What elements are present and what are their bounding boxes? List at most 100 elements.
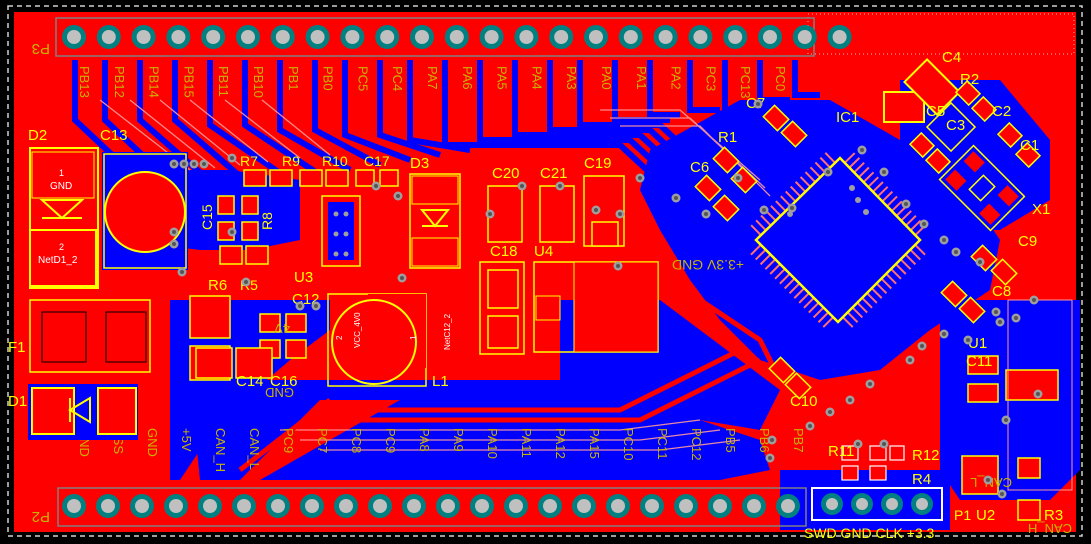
ic1-pin (900, 210, 912, 222)
label-c17: C17 (364, 153, 390, 169)
label-r8: R8 (259, 212, 275, 230)
ic1-pin (793, 287, 805, 299)
label-f1: F1 (8, 339, 26, 356)
p1-label: SWD GND CLK +3.3 (804, 525, 935, 541)
ic1-pin (814, 161, 826, 174)
label-u2: U2 (976, 507, 995, 524)
ic1-pin (905, 215, 917, 227)
ic1-pin (817, 311, 830, 323)
via-hole (314, 304, 318, 308)
p2-pin-label: PA15 (587, 428, 602, 459)
p2-pin-hole (611, 499, 625, 513)
label-c11: C11 (966, 353, 992, 370)
label-c13: C13 (100, 127, 128, 144)
via-hole (736, 176, 740, 180)
label-c19: C19 (584, 155, 612, 172)
label-c3: C3 (946, 117, 965, 134)
via-hole (856, 442, 860, 446)
p2-pin-label: PC10 (621, 428, 636, 461)
resistors-r11-r4 (841, 445, 905, 481)
p2-pin-hole (203, 499, 217, 513)
l1-pad1-net: NetC12_2 (443, 313, 452, 350)
p3-pin-label: PC4 (390, 66, 405, 91)
ic1-pin (867, 176, 879, 188)
ic1-pin (760, 214, 772, 227)
ic1-pin (803, 297, 815, 309)
p3-pin-hole (658, 30, 673, 44)
p3-pin-label: PB14 (147, 66, 162, 98)
p3-pin-hole (171, 30, 186, 44)
p2-pin-hole (543, 499, 557, 513)
ic1-pin (783, 277, 796, 290)
d2-pad2-net: NetD1_2 (38, 255, 78, 266)
p3-pin-label: PB0 (321, 66, 336, 91)
ic1-pin (770, 205, 782, 217)
label-d1: D1 (8, 393, 27, 410)
ic1-pin (750, 244, 762, 256)
via-hole (182, 162, 186, 166)
capacitors-c14-c16 (195, 347, 273, 379)
p3-pin-hole (832, 30, 847, 44)
p2-pin-hole (441, 499, 455, 513)
p3-pin-label: PA7 (425, 66, 440, 90)
label-u1: U1 (968, 335, 987, 352)
p3-pin-label: PB1 (286, 66, 301, 91)
via-hole (172, 162, 176, 166)
ic1-pin (804, 171, 817, 183)
vias (169, 99, 1043, 499)
p2-pin-label: PC11 (655, 428, 670, 460)
p3-pin-label: PB10 (251, 66, 266, 98)
via-hole (790, 206, 794, 210)
p2-pin-hole (747, 499, 761, 513)
label-r10: R10 (322, 153, 348, 169)
via-hole (488, 212, 492, 216)
passives-mcu-left (694, 104, 808, 222)
ic1-pin (794, 181, 807, 193)
via-hole (828, 410, 832, 414)
ic1-pin (886, 195, 898, 207)
ic1-pin (764, 258, 777, 270)
p2-pin-label: PA10 (485, 428, 500, 459)
label-c10: C10 (790, 393, 818, 410)
ic1-pin (750, 224, 762, 236)
ic1-pin (904, 253, 917, 266)
via-hole (998, 320, 1002, 324)
via-hole (868, 382, 872, 386)
via-hole (1014, 316, 1018, 320)
p2-pin-label: PA12 (553, 428, 568, 459)
via-hole (704, 212, 708, 216)
via-hole (230, 156, 234, 160)
p3-pin-label: PB12 (112, 66, 127, 98)
p2-pin-label: PC12 (689, 428, 704, 461)
label-c15: C15 (199, 204, 215, 230)
ic1-pin (851, 306, 864, 319)
label-x1: X1 (1032, 201, 1050, 218)
p3-pin-label: PA5 (495, 66, 510, 90)
label-r4: R4 (912, 471, 931, 488)
label-ic1: IC1 (836, 109, 859, 126)
ic1-pin (895, 263, 907, 275)
p3-pin-hole (554, 30, 569, 44)
label-c9: C9 (1018, 233, 1037, 250)
via-hole (400, 276, 404, 280)
p3-pin-label: PB11 (216, 66, 231, 97)
l1-pad2-number: 2 (335, 335, 344, 340)
p1-designator: P1 (954, 507, 971, 523)
p2-pin-label: PA11 (519, 428, 534, 458)
l1-pad1-number: 1 (409, 335, 418, 340)
capacitor-c10 (768, 356, 812, 400)
ic1-pin (914, 244, 926, 256)
ic1-pin (862, 171, 875, 183)
ic1-pin (848, 157, 861, 169)
ic1-pin (876, 186, 889, 198)
ic1-pin (899, 258, 912, 270)
p2-pin-label: PB7 (791, 428, 806, 453)
via-hole (558, 184, 562, 188)
p2-pin-label: PB6 (757, 428, 772, 453)
label-r11: R11 (828, 443, 854, 460)
via-hole (618, 212, 622, 216)
p3-pin-label: PA2 (669, 66, 684, 90)
label-c8: C8 (992, 283, 1011, 300)
p2-pin-hole (237, 499, 251, 513)
ic1-pin (775, 200, 787, 212)
